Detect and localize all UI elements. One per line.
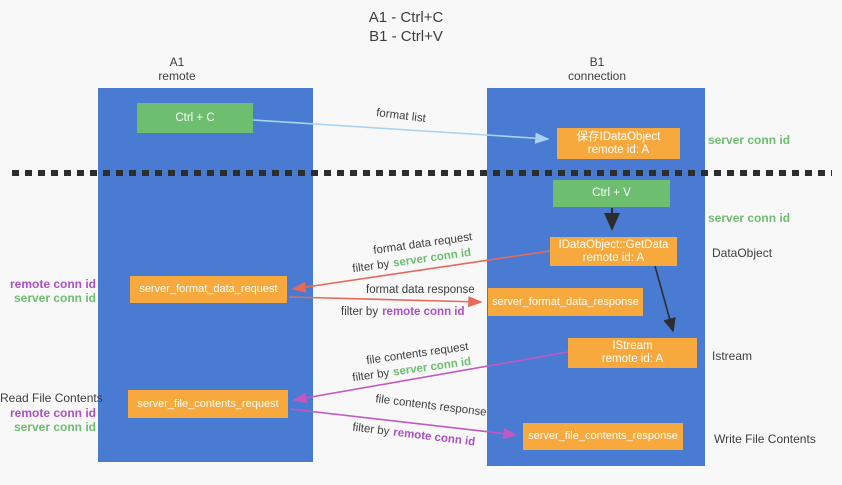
save-idataobject-line1: 保存IDataObject <box>576 130 661 143</box>
server-conn-id-label-top-right: server conn id <box>708 133 791 147</box>
server-format-data-response-node: server_format_data_response <box>488 288 643 316</box>
ctrl-v-node: Ctrl + V <box>553 180 670 207</box>
lifeline-b1-name: B1 <box>589 55 605 69</box>
server-format-data-request-label: server_format_data_request <box>139 283 278 295</box>
server-file-contents-request-node: server_file_contents_request <box>128 390 288 418</box>
format-data-response-arrow <box>288 296 483 308</box>
title-line-2: B1 - Ctrl+V <box>369 28 443 45</box>
session-divider-dotted-line <box>12 170 832 176</box>
istream-line1: IStream <box>612 340 653 352</box>
server-format-data-request-node: server_format_data_request <box>130 276 287 303</box>
istream-side-label: Istream <box>712 349 753 363</box>
server-conn-id-label-bottom-left: server conn id <box>13 420 96 434</box>
server-file-contents-response-node: server_file_contents_response <box>523 423 683 450</box>
server-conn-id-label-mid-right: server conn id <box>708 211 791 225</box>
server-conn-id-label-top-left: server conn id <box>13 291 96 305</box>
ctrl-v-label: Ctrl + V <box>592 187 631 199</box>
read-file-contents-label: Read File Contents <box>0 391 103 405</box>
title-line-1: A1 - Ctrl+C <box>368 9 444 26</box>
ctrl-c-label: Ctrl + C <box>175 111 215 124</box>
istream-node: IStream remote id: A <box>568 338 697 368</box>
lifeline-a1-name: A1 <box>169 55 185 69</box>
lifeline-header-b1: B1 connection <box>537 55 657 83</box>
remote-conn-id-key: remote conn id <box>392 426 476 449</box>
filter-by-text: filter by <box>351 421 391 438</box>
getdata-node: IDataObject::GetData remote id: A <box>550 237 677 266</box>
format-data-response-label: format data response <box>366 284 475 296</box>
server-file-contents-request-label: server_file_contents_request <box>137 397 279 410</box>
istream-line2: remote id: A <box>601 353 664 365</box>
ctrl-c-node: Ctrl + C <box>137 103 253 133</box>
remote-conn-id-key: remote conn id <box>382 306 465 318</box>
remote-conn-id-label-bottom-left: remote conn id <box>9 406 96 420</box>
server-format-data-response-label: server_format_data_response <box>492 295 639 308</box>
save-idataobject-node: 保存IDataObject remote id: A <box>557 128 680 159</box>
write-file-contents-label: Write File Contents <box>714 432 816 446</box>
remote-conn-id-label-top-left: remote conn id <box>9 277 96 291</box>
getdata-line1: IDataObject::GetData <box>558 238 669 251</box>
format-list-label: format list <box>375 107 427 125</box>
filter-by-text: filter by <box>351 258 391 276</box>
server-file-contents-response-label: server_file_contents_response <box>528 430 678 442</box>
dataobject-label: DataObject <box>712 246 773 260</box>
file-contents-response-label: file contents response <box>374 393 488 419</box>
getdata-line2: remote id: A <box>582 251 645 264</box>
filter-by-text: filter by <box>341 306 379 318</box>
filter-by-text: filter by <box>351 367 391 385</box>
lifeline-b1-role: connection <box>567 69 627 83</box>
diagram-title: A1 - Ctrl+C B1 - Ctrl+V <box>0 8 812 46</box>
lifeline-header-a1: A1 remote <box>117 55 237 83</box>
lifeline-a1-role: remote <box>158 69 196 83</box>
save-idataobject-line2: remote id: A <box>587 143 650 156</box>
